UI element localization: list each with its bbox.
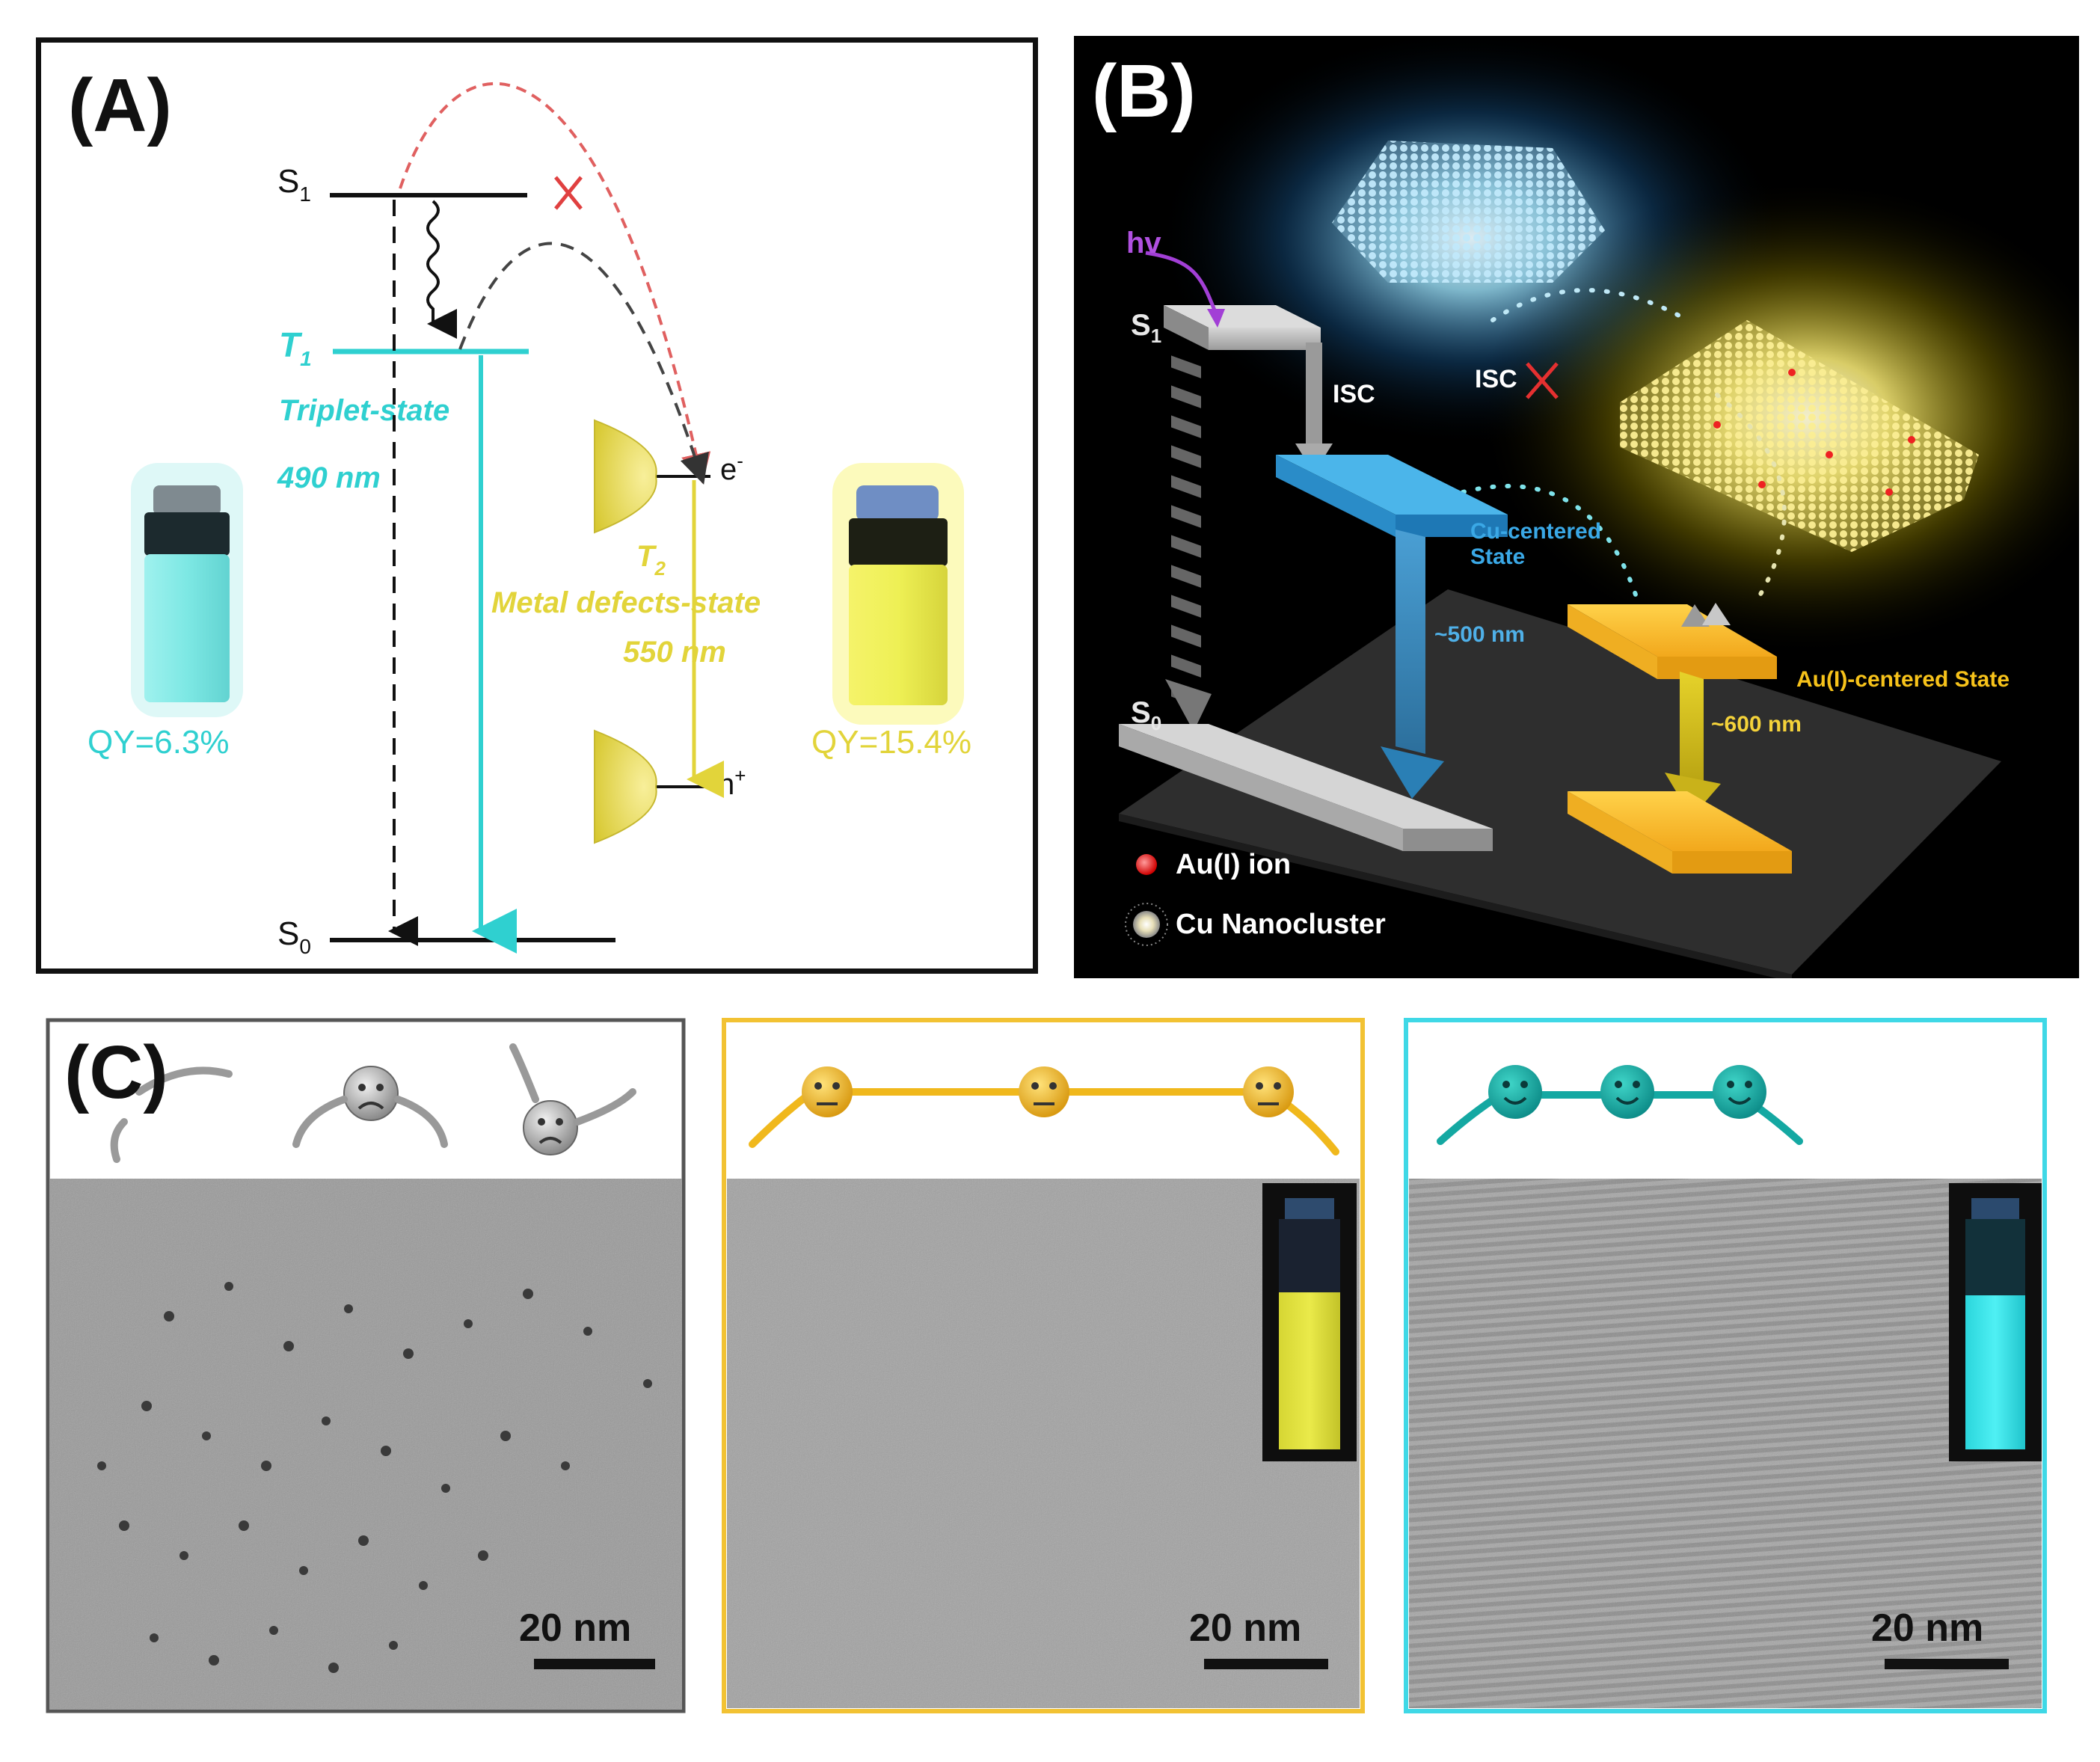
isc-arrow-shaft	[1306, 343, 1322, 447]
metal-defects-label: Metal defects-state	[491, 586, 761, 619]
t1-label: T1	[279, 325, 312, 370]
gold-neutral-face-1-icon	[802, 1066, 853, 1117]
blocked-x-icon	[554, 176, 583, 210]
au-state-bar-face	[1568, 604, 1657, 679]
isc-left-label: ISC	[1333, 380, 1375, 408]
cyan-vial-inset	[1949, 1183, 2042, 1461]
au-state-label: Au(I)-centered State	[1796, 667, 2010, 692]
scale-label-right: 20 nm	[1871, 1606, 1983, 1650]
isc-right-label: ISC	[1475, 365, 1517, 393]
yellow-nanocluster-icon	[1620, 320, 1979, 552]
hv-arrowhead	[1207, 309, 1225, 328]
yellow-vial-icon	[832, 463, 964, 725]
panel-b: hv S1 S0 ISC ISC Cu-centered State ~500 …	[1074, 36, 2079, 978]
t2-label: T2	[636, 540, 666, 580]
s1-bar-face	[1164, 305, 1209, 350]
small-gray-arrow-1	[1681, 604, 1710, 627]
gold-neutral-face-2-icon	[1019, 1066, 1069, 1117]
s0-label-b: S0	[1131, 696, 1161, 734]
au-state-bar	[1568, 604, 1777, 657]
gold-chain-arms	[749, 1088, 1339, 1155]
cu-nanocluster-legend-icon	[1125, 903, 1168, 946]
isc-wavy-arrow	[426, 200, 457, 339]
panel-b-label: (B)	[1092, 49, 1196, 133]
qy-right: QY=15.4%	[811, 724, 971, 761]
au-ion-legend-icon	[1136, 854, 1157, 875]
qy-left: QY=6.3%	[88, 724, 230, 761]
cu-state-bar	[1276, 455, 1508, 515]
tem-panel-gold: 20 nm	[722, 1018, 1365, 1713]
scale-bar-left	[534, 1659, 655, 1669]
blocked-transfer-arc	[399, 82, 711, 484]
panel-c-diagram: 20 nm	[46, 1018, 2047, 1713]
panel-a-diagram: S1 T1 S0 T2 Triplet-state 490 nm Metal d…	[68, 64, 971, 958]
tem-panel-gray: 20 nm	[46, 1018, 686, 1713]
cu-emission-beam	[1396, 529, 1425, 754]
triplet-state-label: Triplet-state	[279, 394, 449, 427]
yellow-dotted-connector	[1715, 393, 1787, 607]
cyan-vial-icon	[131, 463, 243, 717]
panel-b-diagram: hv S1 S0 ISC ISC Cu-centered State ~500 …	[1092, 36, 2079, 978]
transfer-arc	[458, 242, 709, 485]
s1-label-b: S1	[1131, 309, 1161, 347]
nanoparticle-dots	[97, 1282, 652, 1673]
gold-neutral-face-3-icon	[1243, 1066, 1294, 1117]
au-wavelength-label: ~600 nm	[1711, 712, 1802, 737]
s0-bar-face	[1119, 724, 1403, 851]
scale-bar-mid	[1204, 1659, 1328, 1669]
teal-smile-face-2-icon	[1600, 1065, 1654, 1119]
gray-sad-face-right-icon	[509, 1043, 636, 1155]
panel-a: S1 T1 S0 T2 Triplet-state 490 nm Metal d…	[36, 37, 1038, 974]
panel-c-label: (C)	[64, 1031, 168, 1114]
gray-arrowhead	[1165, 679, 1212, 731]
gray-dashed-beam	[1171, 355, 1201, 707]
small-gray-arrow-2	[1702, 603, 1731, 625]
conduction-band-shape	[594, 419, 657, 534]
s0-label: S0	[277, 915, 311, 958]
s0-bar-side	[1403, 829, 1493, 851]
s0-bar	[1119, 724, 1493, 829]
isc-blocked-x-icon	[1526, 362, 1559, 399]
gray-sad-face-icon	[292, 1066, 448, 1148]
cu-wavelength-label: ~500 nm	[1434, 622, 1525, 647]
au-ground-bar-side	[1672, 851, 1792, 874]
electron-label: e-	[720, 449, 743, 486]
cu-state-label-1: Cu-centered	[1470, 519, 1601, 544]
platform-edge	[1119, 814, 1792, 978]
cu-state-label-2: State	[1470, 544, 1525, 569]
hv-arrow	[1145, 251, 1218, 315]
platform-floor	[1119, 589, 2001, 974]
s1-label: S1	[277, 163, 311, 206]
teal-smile-face-1-icon	[1488, 1065, 1542, 1119]
metal-wavelength: 550 nm	[623, 636, 726, 669]
legend-cu-nanocluster: Cu Nanocluster	[1176, 909, 1386, 940]
triplet-wavelength: 490 nm	[277, 461, 381, 494]
hv-label: hv	[1126, 227, 1161, 260]
au-ground-bar-face	[1568, 791, 1672, 874]
scale-label-left: 20 nm	[519, 1606, 631, 1650]
tem-panel-cyan: 20 nm	[1404, 1018, 2047, 1713]
yellow-vial-inset	[1262, 1183, 1357, 1461]
hole-label: h+	[718, 764, 746, 801]
cu-state-bar-side	[1396, 515, 1508, 537]
gray-arm-left-icon	[110, 1066, 233, 1163]
s1-bar	[1164, 305, 1321, 328]
scale-label-mid: 20 nm	[1189, 1606, 1301, 1650]
au-state-bar-side	[1657, 657, 1777, 679]
blue-nanocluster-icon	[1332, 141, 1605, 283]
panel-a-label: (A)	[68, 64, 172, 147]
au-emission-beam	[1680, 672, 1704, 784]
valence-band-shape	[594, 729, 657, 844]
s1-bar-side	[1209, 328, 1321, 350]
cu-emission-arrowhead	[1381, 746, 1444, 799]
cu-state-bar-face	[1276, 455, 1396, 537]
au-ground-bar	[1568, 791, 1792, 851]
scale-bar-right	[1885, 1659, 2009, 1669]
teal-smile-face-3-icon	[1713, 1065, 1766, 1119]
panel-c: 20 nm	[34, 1002, 2069, 1743]
legend-au-ion: Au(I) ion	[1176, 849, 1291, 880]
